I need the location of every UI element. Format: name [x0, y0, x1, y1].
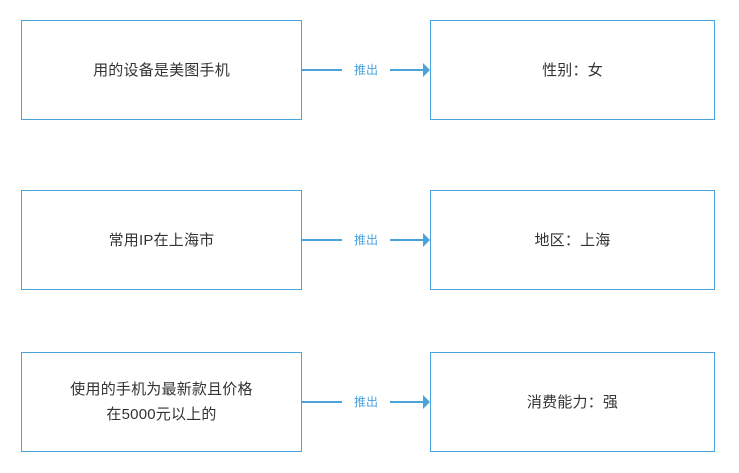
rule-row: 常用IP在上海市 推出 地区：上海 [0, 190, 739, 290]
arrow-icon [302, 395, 430, 409]
connector-arrow: 推出 [302, 352, 430, 452]
condition-node[interactable]: 用的设备是美图手机 [21, 20, 302, 120]
connector-label: 推出 [350, 63, 381, 77]
arrow-icon [302, 233, 430, 247]
connector-arrow: 推出 [302, 190, 430, 290]
connector-label: 推出 [350, 233, 381, 247]
arrow-icon [302, 63, 430, 77]
condition-node[interactable]: 使用的手机为最新款且价格 在5000元以上的 [21, 352, 302, 452]
conclusion-node[interactable]: 地区：上海 [430, 190, 715, 290]
connector-label: 推出 [350, 395, 381, 409]
rule-row: 使用的手机为最新款且价格 在5000元以上的 推出 消费能力：强 [0, 352, 739, 452]
connector-arrow: 推出 [302, 20, 430, 120]
conclusion-node[interactable]: 性别：女 [430, 20, 715, 120]
rule-row: 用的设备是美图手机 推出 性别：女 [0, 20, 739, 120]
conclusion-node[interactable]: 消费能力：强 [430, 352, 715, 452]
condition-node[interactable]: 常用IP在上海市 [21, 190, 302, 290]
